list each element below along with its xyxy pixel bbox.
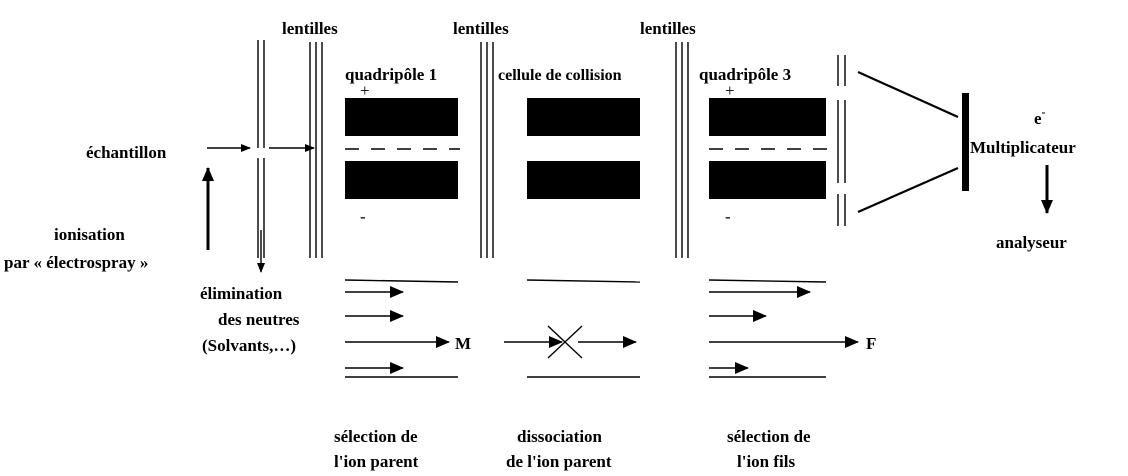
- collision-cell-label: cellule de collision: [498, 67, 622, 84]
- elimination-label-1: élimination: [200, 284, 283, 303]
- q1-selection-schematic: [344, 279, 459, 378]
- elimination-label-3: (Solvants,…): [202, 336, 296, 355]
- quadrupole-3-label: quadripôle 3: [699, 65, 791, 84]
- q3-selection-schematic: [708, 279, 859, 378]
- multiplier-label: Multiplicateur: [970, 138, 1076, 157]
- ionisation-label: ionisation: [54, 225, 125, 244]
- lens-group-2: [480, 42, 494, 258]
- analyser-label: analyseur: [996, 233, 1067, 252]
- quadrupole-1-rods: [345, 98, 460, 199]
- lens-label-2: lentilles: [453, 19, 509, 38]
- elimination-label-2: des neutres: [218, 310, 300, 329]
- minus-sign-q3: -: [725, 207, 731, 226]
- lens-group-3: [675, 42, 689, 258]
- caption-q1-line2: l'ion parent: [334, 452, 419, 471]
- lens-group-1: [309, 42, 323, 258]
- caption-cell-line1: dissociation: [517, 427, 603, 446]
- caption-cell-line2: de l'ion parent: [506, 452, 612, 471]
- exit-plates: [837, 55, 846, 226]
- minus-sign-q1: -: [360, 207, 366, 226]
- sample-label: échantillon: [86, 143, 167, 162]
- ion-m-label: M: [455, 334, 471, 353]
- caption-q3-line1: sélection de: [727, 427, 811, 446]
- electron-label: e-: [1034, 105, 1046, 128]
- collision-dissociation-schematic: [504, 279, 641, 378]
- lens-label-1: lentilles: [282, 19, 338, 38]
- collision-cell-rods: [527, 98, 640, 199]
- caption-q3-line2: l'ion fils: [737, 452, 795, 471]
- source-plates: [257, 40, 265, 258]
- detector-funnel-top: [857, 70, 959, 119]
- caption-q1-line1: sélection de: [334, 427, 418, 446]
- quadrupole-1-label: quadripôle 1: [345, 65, 437, 84]
- electrospray-label: par « électrospray »: [4, 253, 148, 272]
- detector-plate: [962, 93, 969, 191]
- lens-label-3: lentilles: [640, 19, 696, 38]
- detector-funnel-bottom: [857, 166, 959, 214]
- plus-sign-q3: +: [725, 81, 735, 100]
- plus-sign-q1: +: [360, 81, 370, 100]
- ion-f-label: F: [866, 334, 876, 353]
- quadrupole-3-rods: [709, 98, 828, 199]
